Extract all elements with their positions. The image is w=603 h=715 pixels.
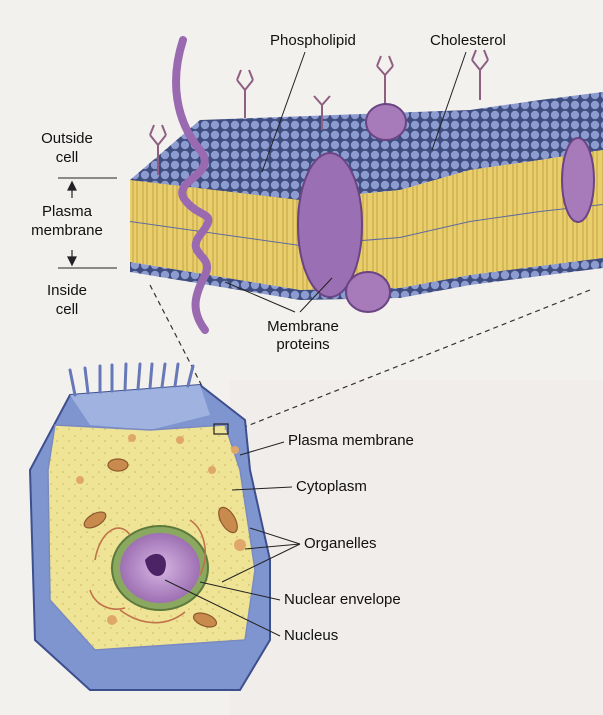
nucleus-label: Nucleus xyxy=(284,627,338,645)
inside-cell-label-line2: cell xyxy=(22,301,112,319)
outside-cell-label-line1: Outside xyxy=(22,130,112,148)
plasma-membrane-side-label-line1: Plasma xyxy=(22,203,112,221)
background-page-text xyxy=(230,380,603,715)
outside-cell-label-line2: cell xyxy=(22,149,112,167)
plasma-membrane-label: Plasma membrane xyxy=(288,432,414,450)
organelles-label: Organelles xyxy=(304,535,377,553)
inside-cell-label-line1: Inside xyxy=(22,282,112,300)
phospholipid-label: Phospholipid xyxy=(270,32,356,50)
membrane-proteins-label-line2: proteins xyxy=(258,336,348,354)
cytoplasm-label: Cytoplasm xyxy=(296,478,367,496)
plasma-membrane-side-label-line2: membrane xyxy=(22,222,112,240)
cholesterol-label: Cholesterol xyxy=(430,32,506,50)
cell-illustration xyxy=(30,364,270,690)
membrane-proteins-label-line1: Membrane xyxy=(258,318,348,336)
nuclear-envelope-label: Nuclear envelope xyxy=(284,591,401,609)
